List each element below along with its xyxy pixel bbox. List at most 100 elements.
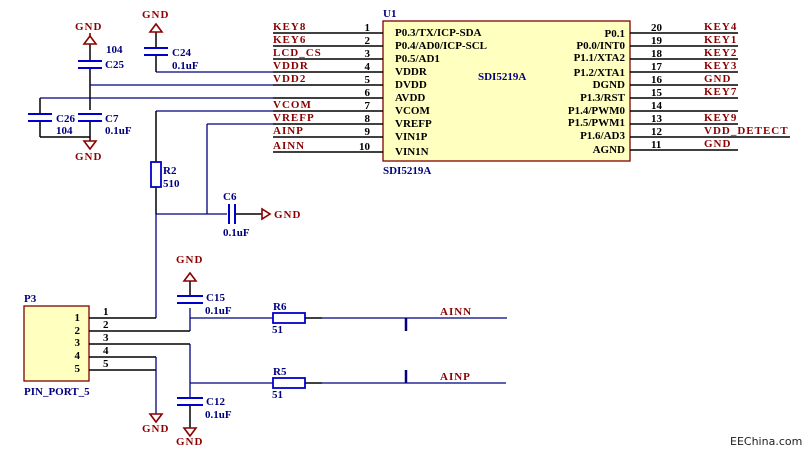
r6-ref: R6 [273, 301, 287, 313]
pin-number: 1 [365, 22, 371, 34]
net-label: GND [704, 138, 731, 150]
net-label: VCOM [273, 99, 312, 111]
net-label: KEY9 [704, 112, 737, 124]
pin-number: 4 [75, 350, 81, 362]
p3-wires: 1 2 3 4 5 [89, 281, 273, 428]
capacitor-c15[interactable]: C15 0.1uF [177, 292, 232, 317]
gnd-label: GND [75, 151, 102, 163]
u1-value: SDI5219A [478, 71, 526, 83]
resistor-r6[interactable]: R6 51 [272, 301, 306, 336]
pin-number: 6 [365, 87, 371, 99]
gnd-symbol-c25: GND [75, 21, 101, 45]
u1-pin-name: VIN1P [395, 131, 428, 143]
net-label: LCD_CS [273, 47, 322, 59]
capacitor-c12[interactable]: C12 0.1uF [177, 396, 232, 421]
c6-ref: C6 [223, 191, 237, 203]
u1-component[interactable]: U1 SDI5219A SDI5219A P0.3/TX/ICP-SDA P0.… [382, 8, 631, 177]
c6-value: 0.1uF [223, 227, 250, 239]
c26-ref: C26 [56, 113, 75, 125]
capacitor-c26[interactable]: C26 104 [28, 113, 75, 137]
pin-number: 19 [651, 35, 663, 47]
resistor-r2[interactable]: R2 510 [150, 161, 180, 190]
pin-number: 5 [103, 358, 109, 370]
resistor-r5[interactable]: R5 51 [272, 366, 306, 401]
pin-number: 7 [365, 100, 371, 112]
net-label: VDD2 [273, 73, 306, 85]
pin-number: 20 [651, 22, 663, 34]
pin-number: 5 [365, 74, 371, 86]
pin-number: 2 [75, 325, 81, 337]
gnd-symbol-c12: GND [176, 427, 203, 448]
net-label-ainn: AINN [440, 306, 472, 318]
r6-value: 51 [272, 324, 283, 336]
capacitor-c25[interactable]: 104 C25 [78, 44, 124, 71]
net-label: KEY2 [704, 47, 737, 59]
u1-ref: U1 [383, 8, 396, 20]
gnd-label: GND [176, 254, 203, 266]
capacitor-c7[interactable]: C7 0.1uF [78, 113, 132, 137]
gnd-symbol-c15: GND [176, 254, 203, 282]
watermark: EEChina.com [730, 435, 802, 448]
u1-pin-name: VCOM [395, 105, 430, 117]
net-label: KEY3 [704, 60, 737, 72]
u1-pin-name: P1.3/RST [580, 92, 626, 104]
pin-number: 2 [103, 319, 109, 331]
p3-body[interactable] [23, 305, 90, 382]
c24-ref: C24 [172, 47, 191, 59]
u1-pin-name: P0.1 [605, 28, 625, 40]
net-label-ainp: AINP [440, 371, 471, 383]
pin-number: 15 [651, 87, 663, 99]
p3-connector[interactable]: P3 PIN_PORT_5 1 2 3 4 5 [23, 293, 90, 398]
capacitor-c6[interactable]: C6 0.1uF [223, 191, 250, 239]
pin-number: 18 [651, 48, 663, 60]
u1-pin-name: P1.2/XTA1 [574, 67, 625, 79]
pin-number: 12 [651, 126, 663, 138]
pin-number: 17 [651, 61, 663, 73]
gnd-symbol-p3: GND [142, 413, 169, 435]
r2-value: 510 [163, 178, 180, 190]
c25-value: 104 [106, 44, 123, 56]
c12-value: 0.1uF [205, 409, 232, 421]
pin-number: 8 [365, 113, 371, 125]
u1-pin-name: P1.6/AD3 [580, 130, 625, 142]
c7-value: 0.1uF [105, 125, 132, 137]
u1-pin-name: P1.1/XTA2 [574, 52, 626, 64]
r2-ref: R2 [163, 165, 177, 177]
net-label: KEY1 [704, 34, 737, 46]
u1-body[interactable] [382, 20, 631, 162]
net-label: KEY4 [704, 21, 737, 33]
pin-number: 3 [365, 48, 371, 60]
pin-number: 3 [103, 332, 109, 344]
c25-ref: C25 [105, 59, 124, 71]
u1-pin-name: P0.3/TX/ICP-SDA [395, 27, 482, 39]
u1-pin-name: DGND [593, 79, 625, 91]
pin-number: 10 [359, 141, 371, 153]
c15-ref: C15 [206, 292, 225, 304]
u1-pin-name: P0.0/INT0 [576, 40, 625, 52]
pin-number: 16 [651, 74, 663, 86]
wires-left [39, 32, 273, 318]
net-label: KEY6 [273, 34, 306, 46]
pin-number: 2 [365, 35, 371, 47]
u1-pin-name: AVDD [395, 92, 425, 104]
pin-number: 9 [365, 126, 371, 138]
gnd-label: GND [142, 423, 169, 435]
ain-wires: AINN AINP [305, 306, 507, 384]
net-label: KEY7 [704, 86, 737, 98]
capacitor-c24[interactable]: C24 0.1uF [144, 47, 199, 72]
u1-pin-name: P0.5/AD1 [395, 53, 440, 65]
u1-pin-name: DVDD [395, 79, 427, 91]
u1-pin-name: AGND [593, 144, 625, 156]
gnd-symbol-c6: GND [261, 207, 301, 221]
c7-ref: C7 [105, 113, 119, 125]
u1-pin-name: P1.4/PWM0 [568, 105, 626, 117]
pin-number: 1 [75, 312, 81, 324]
u1-pin-name: P0.4/AD0/ICP-SCL [395, 40, 487, 52]
pin-number: 3 [75, 337, 81, 349]
gnd-symbol-c7: GND [75, 140, 102, 163]
net-label: AINN [273, 140, 305, 152]
gnd-label: GND [176, 436, 203, 448]
pin-number: 4 [365, 61, 371, 73]
gnd-label: GND [274, 209, 301, 221]
